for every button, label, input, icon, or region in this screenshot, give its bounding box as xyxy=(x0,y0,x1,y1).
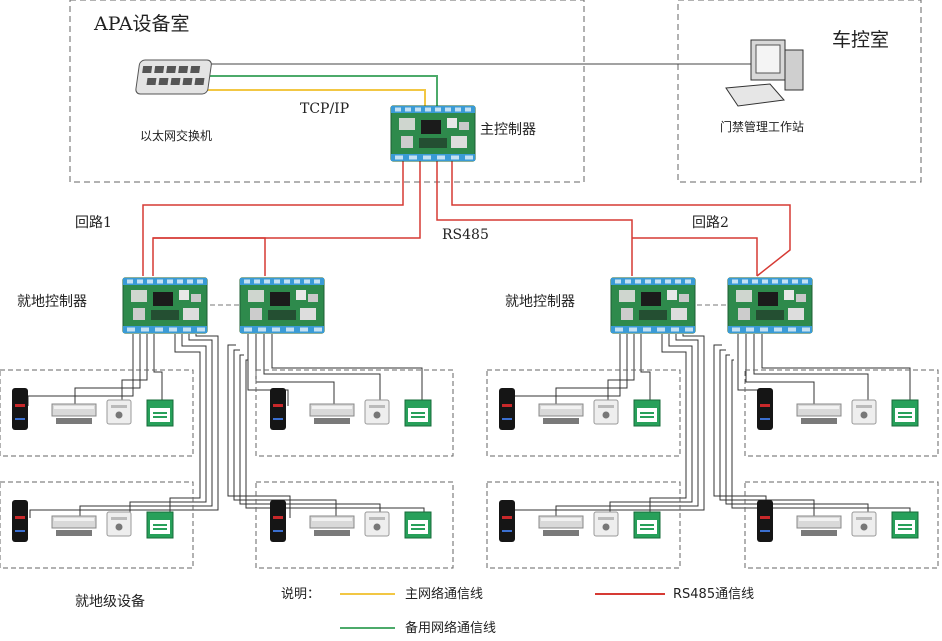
device-group xyxy=(270,388,431,430)
local-controller-board xyxy=(122,277,208,334)
main-controller-board xyxy=(390,105,476,162)
ethernet-switch-icon xyxy=(135,59,212,95)
control-room-box xyxy=(677,0,922,183)
legend-title: 说明： xyxy=(281,587,320,602)
local-devices-label: 就地级设备 xyxy=(75,593,145,610)
loop1-label: 回路1 xyxy=(75,215,112,231)
workstation-computer-icon xyxy=(725,39,804,107)
tcpip-label: TCP/IP xyxy=(300,101,349,117)
equipment-room-label: APA设备室 xyxy=(93,13,189,35)
workstation-label: 门禁管理工作站 xyxy=(720,119,804,134)
legend-label-rs485: RS485通信线 xyxy=(673,587,754,602)
device-wiring-left xyxy=(27,334,425,518)
legend-label-main: 主网络通信线 xyxy=(405,586,483,602)
device-group xyxy=(270,500,431,542)
legend: 说明： 主网络通信线 RS485通信线 备用网络通信线 xyxy=(281,586,754,636)
switch-label: 以太网交换机 xyxy=(140,128,212,143)
legend-label-backup: 备用网络通信线 xyxy=(405,620,496,636)
local-controller-right-label: 就地控制器 xyxy=(505,294,575,310)
local-controller-board xyxy=(239,277,325,334)
local-controller-left-label: 就地控制器 xyxy=(17,294,87,310)
main-network-line xyxy=(205,89,426,108)
device-group-boxes xyxy=(0,369,939,569)
control-room-label: 车控室 xyxy=(832,29,889,51)
device-group xyxy=(499,388,660,430)
backup-network-line xyxy=(205,75,438,108)
rs485-loops xyxy=(142,160,791,277)
local-controller-board xyxy=(610,277,696,334)
device-group xyxy=(757,500,918,542)
equipment-room-box xyxy=(69,0,585,183)
device-wiring-right xyxy=(507,334,911,518)
local-controller-board xyxy=(727,277,813,334)
rs485-label: RS485 xyxy=(442,227,489,243)
loop2-label: 回路2 xyxy=(692,215,729,231)
device-group xyxy=(12,388,173,430)
main-controller-label: 主控制器 xyxy=(480,122,536,138)
device-group xyxy=(757,388,918,430)
